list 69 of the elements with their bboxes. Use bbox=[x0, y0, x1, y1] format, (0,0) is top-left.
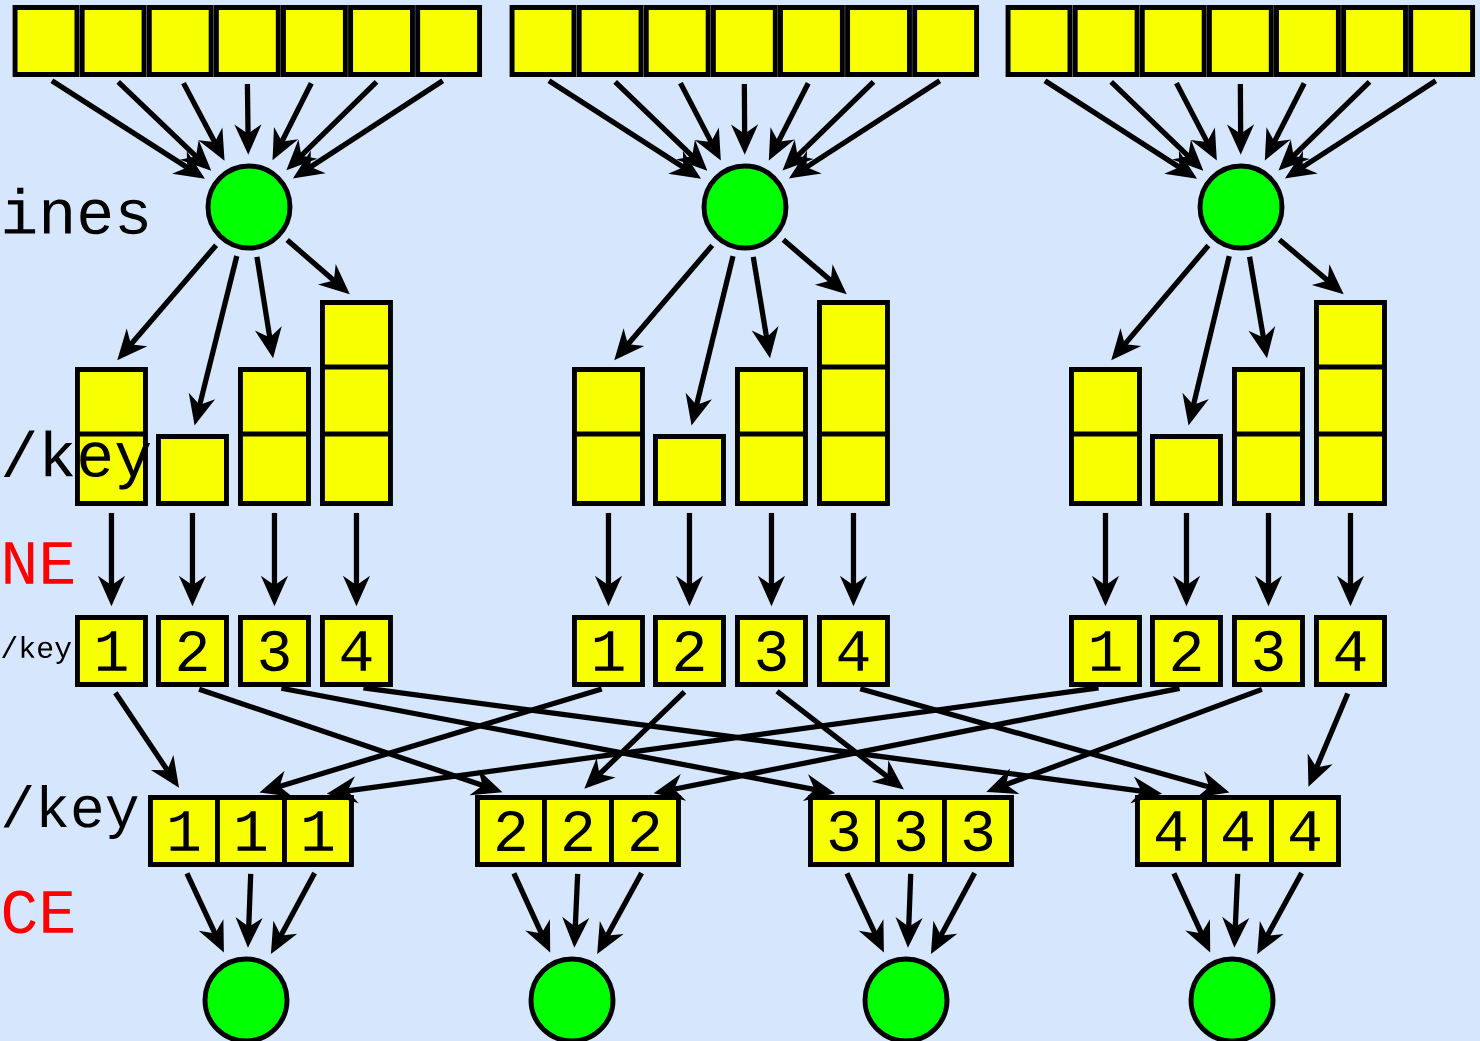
stacked-column bbox=[238, 367, 311, 506]
key-box: 3 bbox=[808, 795, 880, 867]
key-box: 4 bbox=[1135, 795, 1207, 867]
input-cell bbox=[1005, 5, 1073, 77]
side-label: NE bbox=[5, 542, 73, 584]
input-cell bbox=[1206, 5, 1274, 77]
input-cell bbox=[778, 5, 845, 77]
stacked-column bbox=[156, 434, 229, 506]
key-box: 2 bbox=[609, 795, 681, 867]
key-box: 2 bbox=[653, 615, 726, 687]
key-box: 1 bbox=[282, 795, 354, 867]
input-cell bbox=[12, 5, 80, 77]
worker-circle bbox=[701, 163, 789, 251]
input-cell bbox=[281, 5, 348, 77]
input-cell bbox=[348, 5, 415, 77]
key-box: 2 bbox=[156, 615, 229, 687]
input-cell bbox=[912, 5, 980, 77]
input-cell bbox=[1341, 5, 1408, 77]
stacked-column bbox=[572, 367, 645, 506]
side-label: /key bbox=[2, 636, 72, 664]
stacked-column bbox=[653, 434, 726, 506]
key-box: 1 bbox=[1069, 615, 1142, 687]
key-box: 1 bbox=[148, 795, 220, 867]
input-cell bbox=[1274, 5, 1341, 77]
key-box: 4 bbox=[320, 615, 393, 687]
key-box: 4 bbox=[1202, 795, 1274, 867]
stacked-column bbox=[817, 300, 890, 506]
key-box: 3 bbox=[875, 795, 947, 867]
worker-circle bbox=[202, 956, 290, 1041]
stacked-column bbox=[735, 367, 808, 506]
key-box: 3 bbox=[942, 795, 1014, 867]
input-cell bbox=[643, 5, 711, 77]
input-cell bbox=[1139, 5, 1207, 77]
key-box: 4 bbox=[1314, 615, 1387, 687]
key-box: 3 bbox=[238, 615, 311, 687]
key-box: 4 bbox=[1269, 795, 1341, 867]
side-label: /key bbox=[3, 430, 151, 490]
key-box: 2 bbox=[542, 795, 614, 867]
stacked-column bbox=[320, 300, 393, 506]
key-box: 2 bbox=[475, 795, 547, 867]
input-cell bbox=[415, 5, 483, 77]
input-cell bbox=[213, 5, 281, 77]
input-cell bbox=[146, 5, 214, 77]
key-box: 3 bbox=[1232, 615, 1305, 687]
input-cell bbox=[576, 5, 644, 77]
stacked-column bbox=[1150, 434, 1223, 506]
stacked-column bbox=[1232, 367, 1305, 506]
input-cell bbox=[845, 5, 912, 77]
input-cell bbox=[1408, 5, 1476, 77]
stacked-column bbox=[1069, 367, 1142, 506]
worker-circle bbox=[528, 956, 616, 1041]
input-cell bbox=[79, 5, 147, 77]
worker-circle bbox=[1197, 163, 1285, 251]
key-box: 3 bbox=[735, 615, 808, 687]
input-cell bbox=[710, 5, 778, 77]
side-label: ines bbox=[4, 187, 147, 235]
worker-circle bbox=[862, 956, 950, 1041]
worker-circle bbox=[205, 163, 293, 251]
worker-circle bbox=[1188, 956, 1276, 1041]
stacked-column bbox=[1314, 300, 1387, 506]
key-box: 4 bbox=[817, 615, 890, 687]
key-box: 2 bbox=[1150, 615, 1223, 687]
side-label: CE bbox=[3, 890, 73, 934]
input-cell bbox=[509, 5, 577, 77]
key-box: 1 bbox=[215, 795, 287, 867]
key-box: 1 bbox=[572, 615, 645, 687]
key-box: 1 bbox=[75, 615, 148, 687]
side-label: /key bbox=[3, 784, 138, 840]
input-cell bbox=[1072, 5, 1140, 77]
